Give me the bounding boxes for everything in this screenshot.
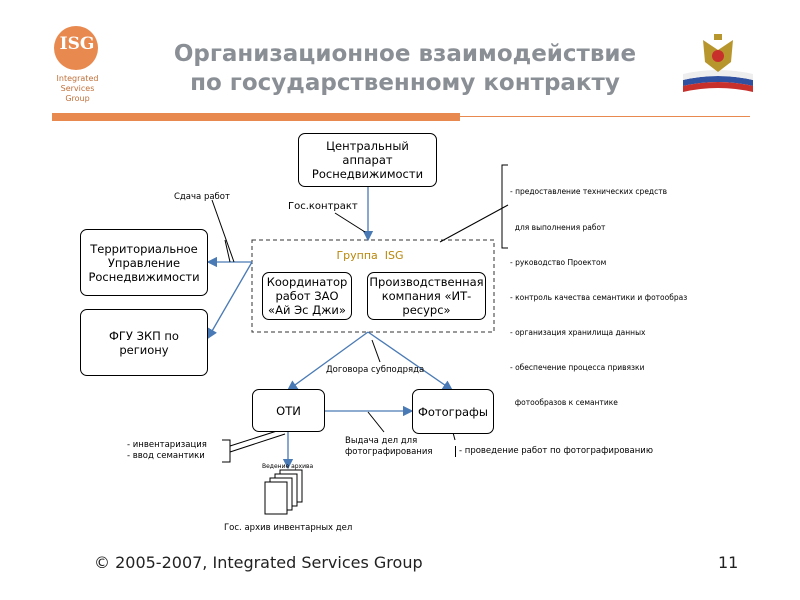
logo-text-line2: Services bbox=[60, 84, 95, 93]
arrow-group-to-oti bbox=[286, 331, 369, 391]
list-item: - обеспечение процесса привязки bbox=[510, 362, 645, 372]
page-title: Организационное взаимодействие по госуда… bbox=[105, 40, 705, 98]
handover-label: Сдача работ bbox=[174, 192, 230, 202]
list-item: - инвентаризация bbox=[127, 440, 207, 450]
coat-of-arms-icon bbox=[683, 32, 753, 94]
list-item: - организация хранилища данных bbox=[510, 327, 646, 337]
subcontracts-label: Договора субподряда bbox=[326, 365, 425, 375]
isg-logo: ISG Integrated Services Group bbox=[40, 22, 115, 107]
list-item: фотообразов к семантике bbox=[510, 398, 618, 408]
oti-box: ОТИ bbox=[252, 389, 325, 432]
archive-label: Гос. архив инвентарных дел bbox=[224, 523, 353, 533]
arrow-group-to-photographers bbox=[367, 331, 454, 391]
title-line2: по государственному контракту bbox=[190, 70, 620, 96]
page-number: 11 bbox=[718, 553, 739, 572]
logo-mark-icon bbox=[54, 26, 98, 70]
coordinator-box: Координатор работ ЗАО «Ай Эс Джи» bbox=[262, 272, 352, 320]
isg-tasks-list: - предоставление технических средств для… bbox=[510, 163, 687, 420]
group-isg-label: Группа ISG bbox=[336, 249, 404, 262]
list-item: - ввод семантики bbox=[127, 451, 205, 461]
photographers-box: Фотографы bbox=[412, 389, 494, 434]
issued-label-line2: фотографирования bbox=[345, 447, 433, 457]
header-accent-bar bbox=[52, 113, 460, 121]
list-item: - проведение работ по фотографированию bbox=[459, 446, 653, 456]
logo-letters: ISG bbox=[59, 34, 95, 54]
header-rule bbox=[460, 116, 750, 117]
oti-tasks-list: - инвентаризация - ввод семантики bbox=[127, 440, 207, 462]
list-item: - предоставление технических средств bbox=[510, 187, 668, 197]
production-company-box: Производственная компания «ИТ-ресурс» bbox=[367, 272, 486, 320]
issued-label-line1: Выдача дел для bbox=[345, 436, 418, 446]
photo-tasks-list: - проведение работ по фотографированию bbox=[455, 446, 653, 457]
arrow-group-to-fgu bbox=[207, 261, 253, 340]
title-line1: Организационное взаимодействие bbox=[173, 41, 637, 67]
list-item: - контроль качества семантики и фотообра… bbox=[510, 292, 688, 302]
files-label: Ведение архива bbox=[262, 463, 314, 470]
list-item: для выполнения работ bbox=[510, 222, 606, 232]
central-office-box: Центральный аппарат Роснедвижимости bbox=[298, 133, 437, 187]
contract-label: Гос.контракт bbox=[288, 201, 358, 212]
logo-text-line1: Integrated bbox=[56, 74, 99, 83]
territorial-office-box: Территориальное Управление Роснедвижимос… bbox=[80, 229, 208, 296]
footer-copyright: © 2005-2007, Integrated Services Group bbox=[94, 553, 423, 572]
archive-documents-icon bbox=[264, 469, 303, 515]
logo-text-line3: Group bbox=[65, 94, 90, 103]
list-item: - руководство Проектом bbox=[510, 257, 607, 267]
fgu-box: ФГУ ЗКП по региону bbox=[80, 309, 208, 376]
